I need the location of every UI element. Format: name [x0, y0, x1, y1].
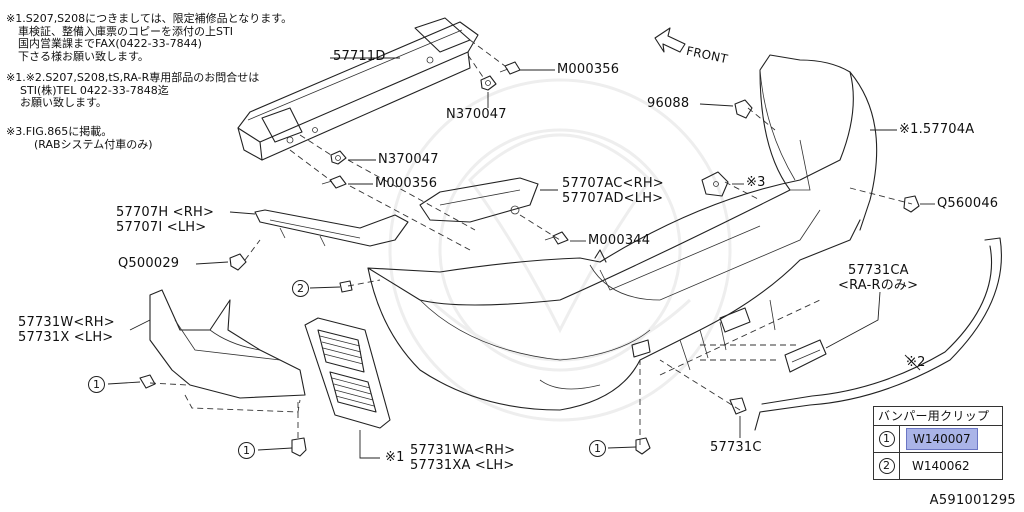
part-96088 — [734, 99, 753, 119]
label-57731c[interactable]: 57731C — [710, 440, 762, 455]
note-1-line-2: 車検証、整備入庫票のコピーを添付の上STI — [18, 24, 233, 38]
clip-1-bottom — [635, 437, 651, 455]
clip-table-row: 2 W140062 — [874, 452, 1002, 479]
clip-marker-1-lower: 1 — [238, 442, 255, 459]
watermark-emblem — [388, 78, 732, 422]
clip-table-row: 1 W140007 — [874, 426, 1002, 452]
label-96088[interactable]: 96088 — [647, 96, 690, 111]
mudguard-57731w — [139, 289, 306, 399]
label-m000356-mid[interactable]: M000356 — [375, 176, 438, 191]
illustration-id: A591001295 — [929, 493, 1016, 508]
label-57731w[interactable]: 57731W<RH> — [18, 315, 115, 330]
label-n370047-top[interactable]: N370047 — [446, 107, 507, 122]
note-3-line-1: ※3.FIG.865に掲載。 — [6, 125, 113, 138]
part-star3 — [701, 171, 729, 197]
clip-2-part — [339, 280, 353, 293]
bumper-cover — [367, 54, 878, 411]
clip-marker-1-bottom: 1 — [589, 440, 606, 457]
clip-table: バンパー用クリップ 1 W140007 2 W140062 — [873, 406, 1003, 480]
part-57731ca — [784, 339, 827, 373]
part-57731c — [729, 397, 747, 415]
note-3: ※3.FIG.865に掲載。 (RABシステム付車のみ) — [6, 125, 153, 151]
note-2-line-3: お願い致します。 — [20, 96, 107, 109]
label-57731ca-sub: <RA-Rのみ> — [838, 278, 919, 293]
label-n370047-mid[interactable]: N370047 — [378, 152, 439, 167]
note-2-line-1: ※1.※2.S207,S208,tS,RA-R専用部品のお問合せは — [6, 71, 260, 84]
note-1-line-3: 国内営業課までFAX(0422-33-7844) — [18, 37, 202, 50]
bracket-57707h — [254, 209, 409, 247]
label-57731wa[interactable]: 57731WA<RH> — [410, 443, 516, 458]
note-3-line-2: (RABシステム付車のみ) — [34, 137, 153, 151]
bolt-m000356-top — [499, 61, 521, 75]
label-star1: ※1 — [385, 450, 405, 465]
label-m000356-top[interactable]: M000356 — [557, 62, 620, 77]
bracket-57707ac — [419, 177, 539, 223]
label-57707ac[interactable]: 57707AC<RH> — [562, 176, 664, 191]
label-m000344[interactable]: M000344 — [588, 233, 651, 248]
bumper-beam-57711d — [237, 17, 479, 161]
label-57707i[interactable]: 57707I <LH> — [116, 220, 207, 235]
label-57707h[interactable]: 57707H <RH> — [116, 205, 215, 220]
label-57731x[interactable]: 57731X <LH> — [18, 330, 114, 345]
clip-q560046 — [903, 195, 920, 213]
assembly-lines — [149, 39, 913, 445]
label-57731xa[interactable]: 57731XA <LH> — [410, 458, 515, 473]
label-57704a[interactable]: ※1.57704A — [899, 122, 975, 137]
label-57731ca[interactable]: 57731CA — [848, 263, 909, 278]
front-arrow — [654, 27, 686, 53]
clip-marker-1-left: 1 — [88, 376, 105, 393]
clip-part-w140007[interactable]: W140007 — [906, 428, 978, 450]
label-star2: ※2 — [906, 355, 926, 370]
clip-table-num-cell: 1 — [874, 426, 900, 452]
bolt-m000344 — [544, 231, 569, 245]
nut-n370047-mid — [330, 150, 347, 165]
label-q500029[interactable]: Q500029 — [118, 256, 180, 271]
side-strip-star2 — [754, 237, 1002, 431]
label-57711d[interactable]: 57711D — [333, 49, 386, 64]
clip-table-title: バンパー用クリップ — [874, 407, 1002, 426]
note-2: ※1.※2.S207,S208,tS,RA-R専用部品のお問合せは STI(株)… — [6, 71, 260, 110]
note-1: ※1.S207,S208につきましては、限定補修品となります。 車検証、整備入庫… — [6, 12, 293, 63]
vent-grille-57731wa — [304, 317, 391, 429]
label-q560046[interactable]: Q560046 — [937, 196, 999, 211]
clip-table-num: 1 — [878, 431, 895, 447]
bolt-m000356-mid — [321, 175, 347, 189]
clip-table-num-cell: 2 — [874, 453, 900, 479]
label-57707ad[interactable]: 57707AD<LH> — [562, 191, 664, 206]
leader-lines — [107, 57, 935, 459]
nut-n370047-top — [480, 75, 497, 91]
clip-1-lower — [291, 437, 307, 457]
clip-q500029 — [229, 253, 247, 271]
note-1-line-4: 下さる様お願い致します。 — [18, 49, 149, 63]
clip-marker-2: 2 — [292, 280, 309, 297]
note-1-line-1: ※1.S207,S208につきましては、限定補修品となります。 — [6, 12, 293, 25]
label-star3: ※3 — [746, 175, 766, 190]
clip-table-num: 2 — [878, 458, 895, 474]
clip-part-w140062[interactable]: W140062 — [912, 459, 970, 473]
note-2-line-2: STI(株)TEL 0422-33-7848迄 — [20, 83, 169, 97]
